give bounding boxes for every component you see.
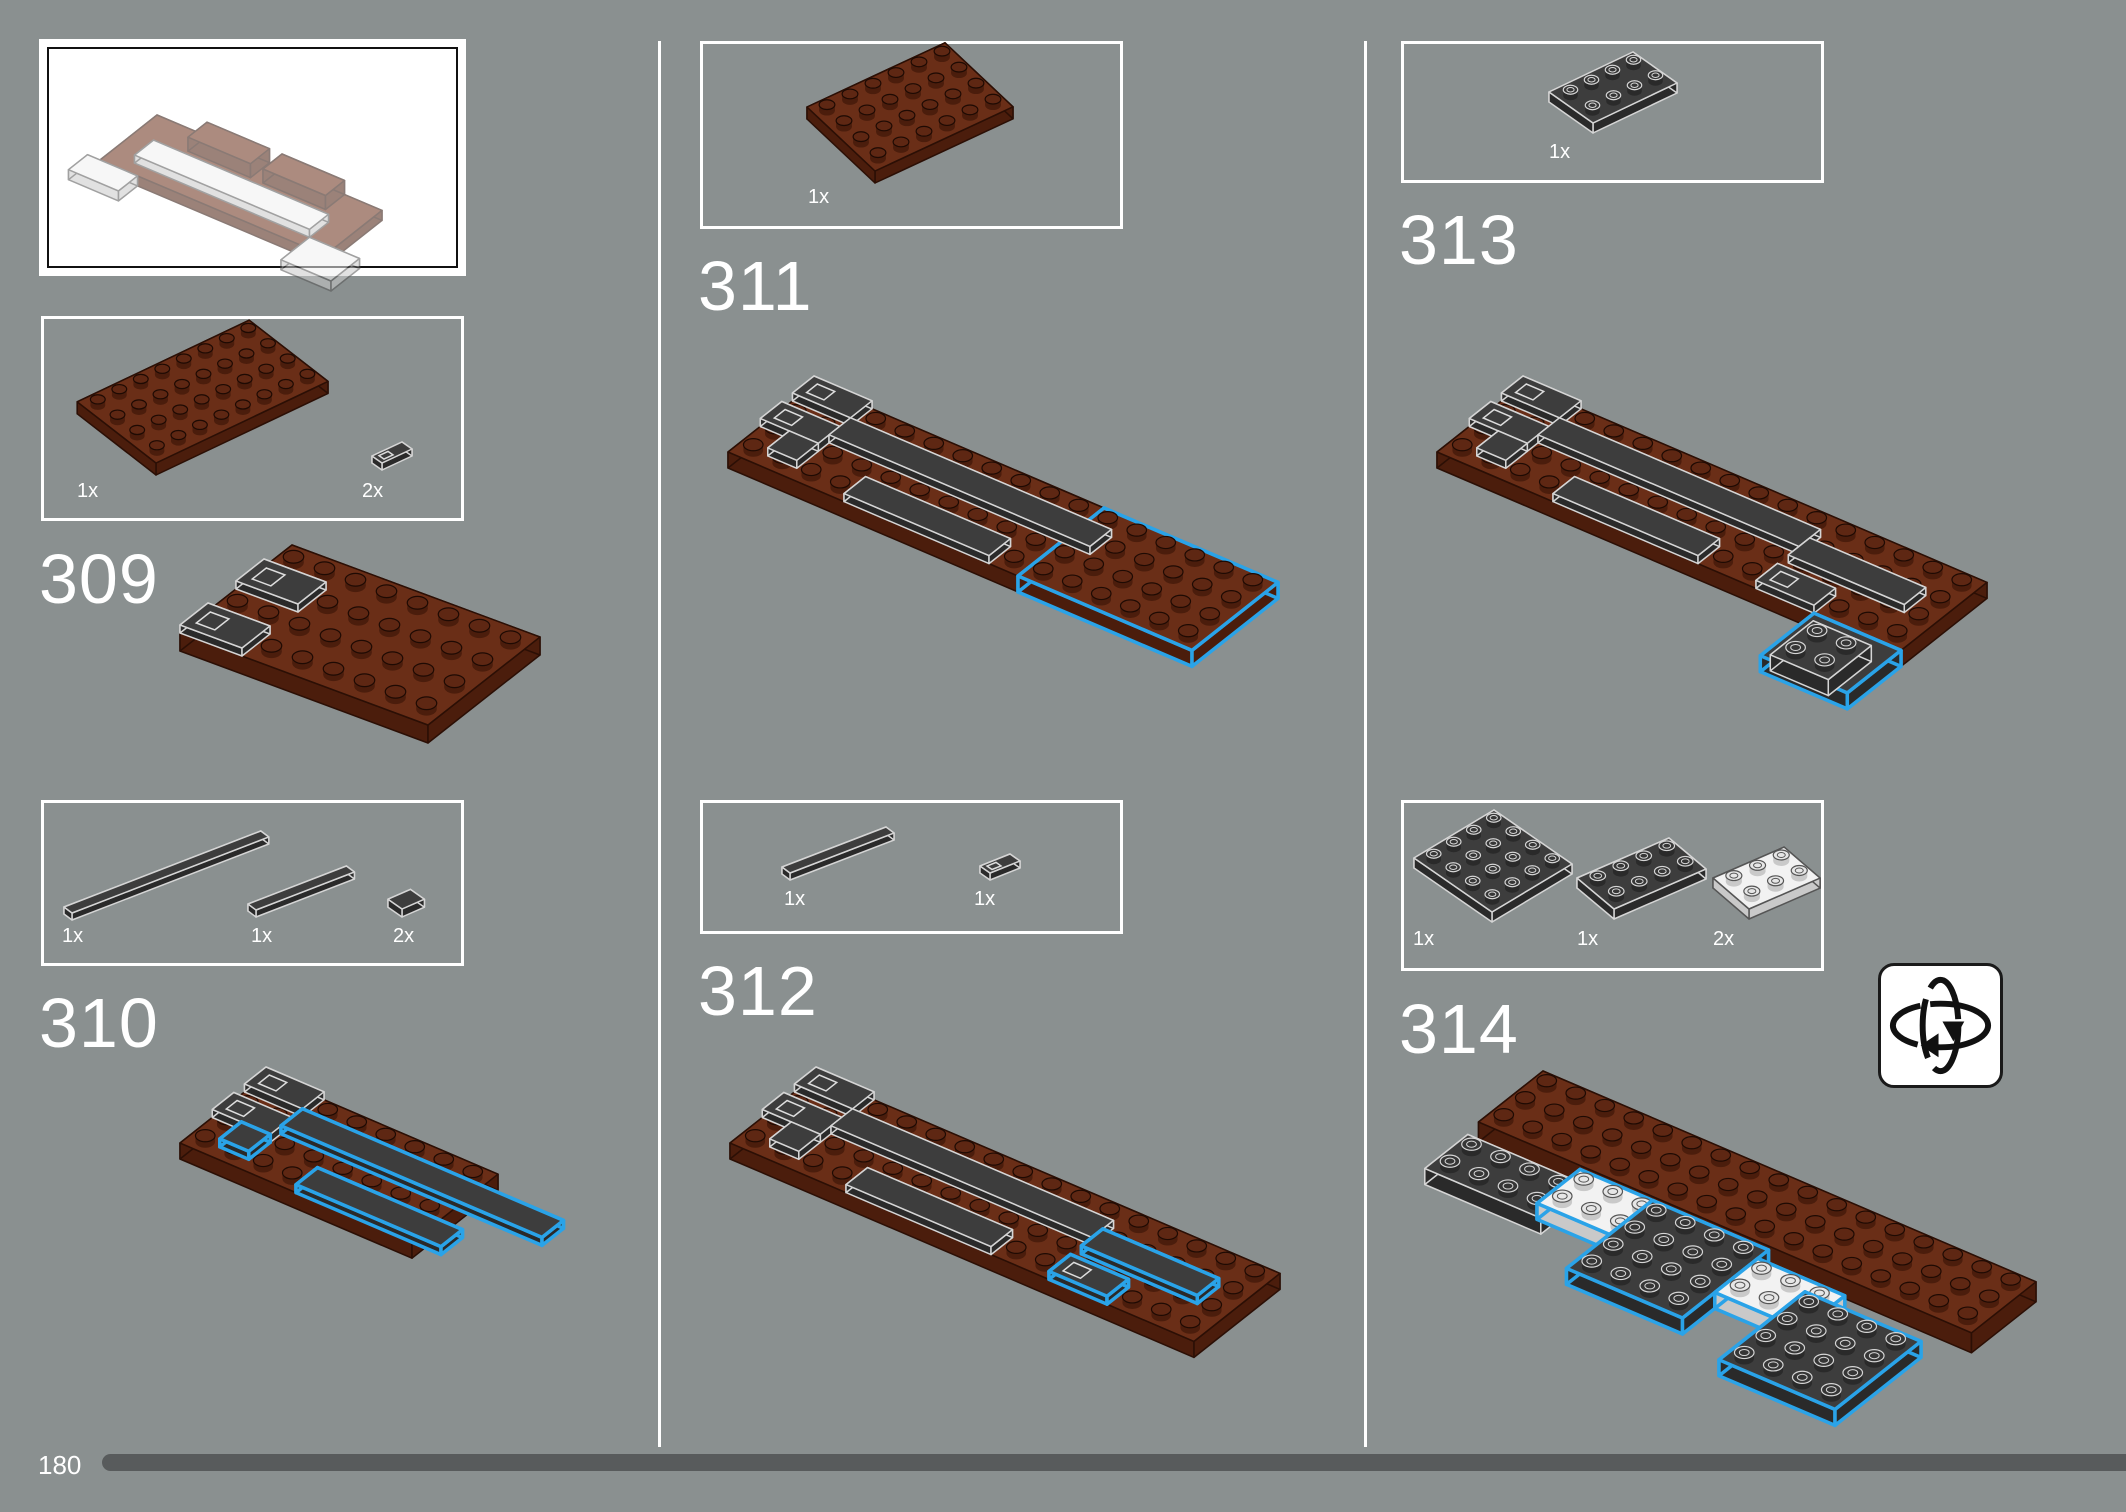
model-step-311 (727, 375, 1280, 669)
dark-piece (63, 830, 270, 921)
brown-piece (76, 319, 329, 476)
part-brown-plate-4x8 (76, 319, 329, 476)
parts-box-309 (41, 316, 464, 521)
dark-piece (1755, 562, 1837, 614)
step-number-311: 311 (698, 247, 813, 325)
dark-piece (247, 865, 356, 918)
part-count: 2x (393, 925, 415, 947)
dark-piece (1548, 51, 1678, 134)
step-number-313: 313 (1399, 201, 1519, 279)
parts-box-314 (1401, 800, 1824, 971)
overview-model (67, 114, 383, 292)
part-dark-tile-1x2-clip (371, 441, 413, 471)
dark-piece (243, 1066, 325, 1118)
parts-box-310 (41, 800, 464, 966)
parts-box-313 (1401, 41, 1824, 183)
model-step-314 (1424, 1070, 2037, 1428)
dark-piece (1079, 1227, 1221, 1306)
part-dark-tile-1x4 (247, 865, 356, 918)
brown-piece (262, 153, 346, 211)
part-dark-plate-2x4 (1576, 837, 1707, 920)
part-dark-tile-1x1 (387, 888, 426, 918)
thumbnail-frame (47, 47, 458, 268)
dark-piece (179, 602, 271, 657)
part-count: 1x (784, 888, 806, 910)
dark-piece (791, 375, 873, 427)
dark-piece (1500, 375, 1582, 427)
dark-piece (1576, 837, 1707, 920)
part-count: 1x (62, 925, 84, 947)
dark-piece (279, 1107, 566, 1248)
model-step-313 (1436, 375, 1988, 711)
page-number: 180 (38, 1450, 82, 1480)
white-piece (67, 153, 139, 202)
dark-piece (1769, 620, 1873, 697)
part-dark-plate-4x4 (1413, 809, 1573, 923)
rotate-model-icon (1878, 963, 2003, 1088)
part-count: 2x (362, 480, 384, 502)
dark-piece (830, 1108, 1115, 1247)
dark-piece (781, 826, 895, 881)
progress-bar (102, 1454, 2126, 1471)
dark-piece (1787, 537, 1927, 614)
brown-piece (806, 42, 1014, 184)
column-divider (658, 41, 661, 1447)
dark-piece (845, 1166, 1014, 1256)
dark-piece (843, 475, 1012, 565)
dark-piece (218, 1120, 273, 1162)
part-white-plate-2x3 (1712, 846, 1821, 920)
part-count: 1x (808, 186, 830, 208)
dark-piece (387, 888, 426, 918)
dark-piece (294, 1165, 465, 1257)
part-count: 1x (251, 925, 273, 947)
step-number-310: 310 (39, 984, 159, 1062)
column-divider (1364, 41, 1367, 1447)
model-step-309 (179, 544, 541, 744)
dark-piece (828, 417, 1113, 556)
step-number-314: 314 (1399, 990, 1519, 1068)
dark-piece (769, 1121, 822, 1161)
part-count: 1x (77, 480, 99, 502)
dark-piece (1047, 1252, 1131, 1306)
dark-piece (1552, 475, 1721, 565)
dark-piece (371, 441, 413, 471)
part-dark-tile-1x4 (781, 826, 895, 881)
brown-piece (187, 121, 271, 179)
step-number-312: 312 (698, 952, 818, 1030)
part-dark-tile-1x2-clip (979, 853, 1021, 881)
white-piece (1712, 846, 1821, 920)
dark-piece (235, 558, 327, 613)
part-dark-tile-1x8 (63, 830, 270, 921)
dark-piece (793, 1066, 875, 1118)
dark-piece (979, 853, 1021, 881)
part-dark-plate-2x4 (1548, 51, 1678, 134)
part-count: 1x (1577, 928, 1599, 950)
parts-box-312 (700, 800, 1123, 934)
part-count: 2x (1713, 928, 1735, 950)
dark-piece (1537, 417, 1822, 556)
dark-piece (1476, 430, 1529, 470)
dark-piece (767, 430, 820, 470)
dark-piece (1413, 809, 1573, 923)
rotate-arrows-icon (1889, 976, 1992, 1075)
part-count: 1x (974, 888, 996, 910)
part-brown-plate-4x6 (806, 42, 1014, 184)
model-step-312 (729, 1066, 1281, 1359)
part-count: 1x (1549, 141, 1571, 163)
part-count: 1x (1413, 928, 1435, 950)
white-piece (280, 236, 361, 292)
step-number-309: 309 (39, 540, 159, 618)
model-step-310 (179, 1066, 566, 1259)
parts-box-311 (700, 41, 1123, 229)
dark-piece (1717, 1290, 1923, 1428)
